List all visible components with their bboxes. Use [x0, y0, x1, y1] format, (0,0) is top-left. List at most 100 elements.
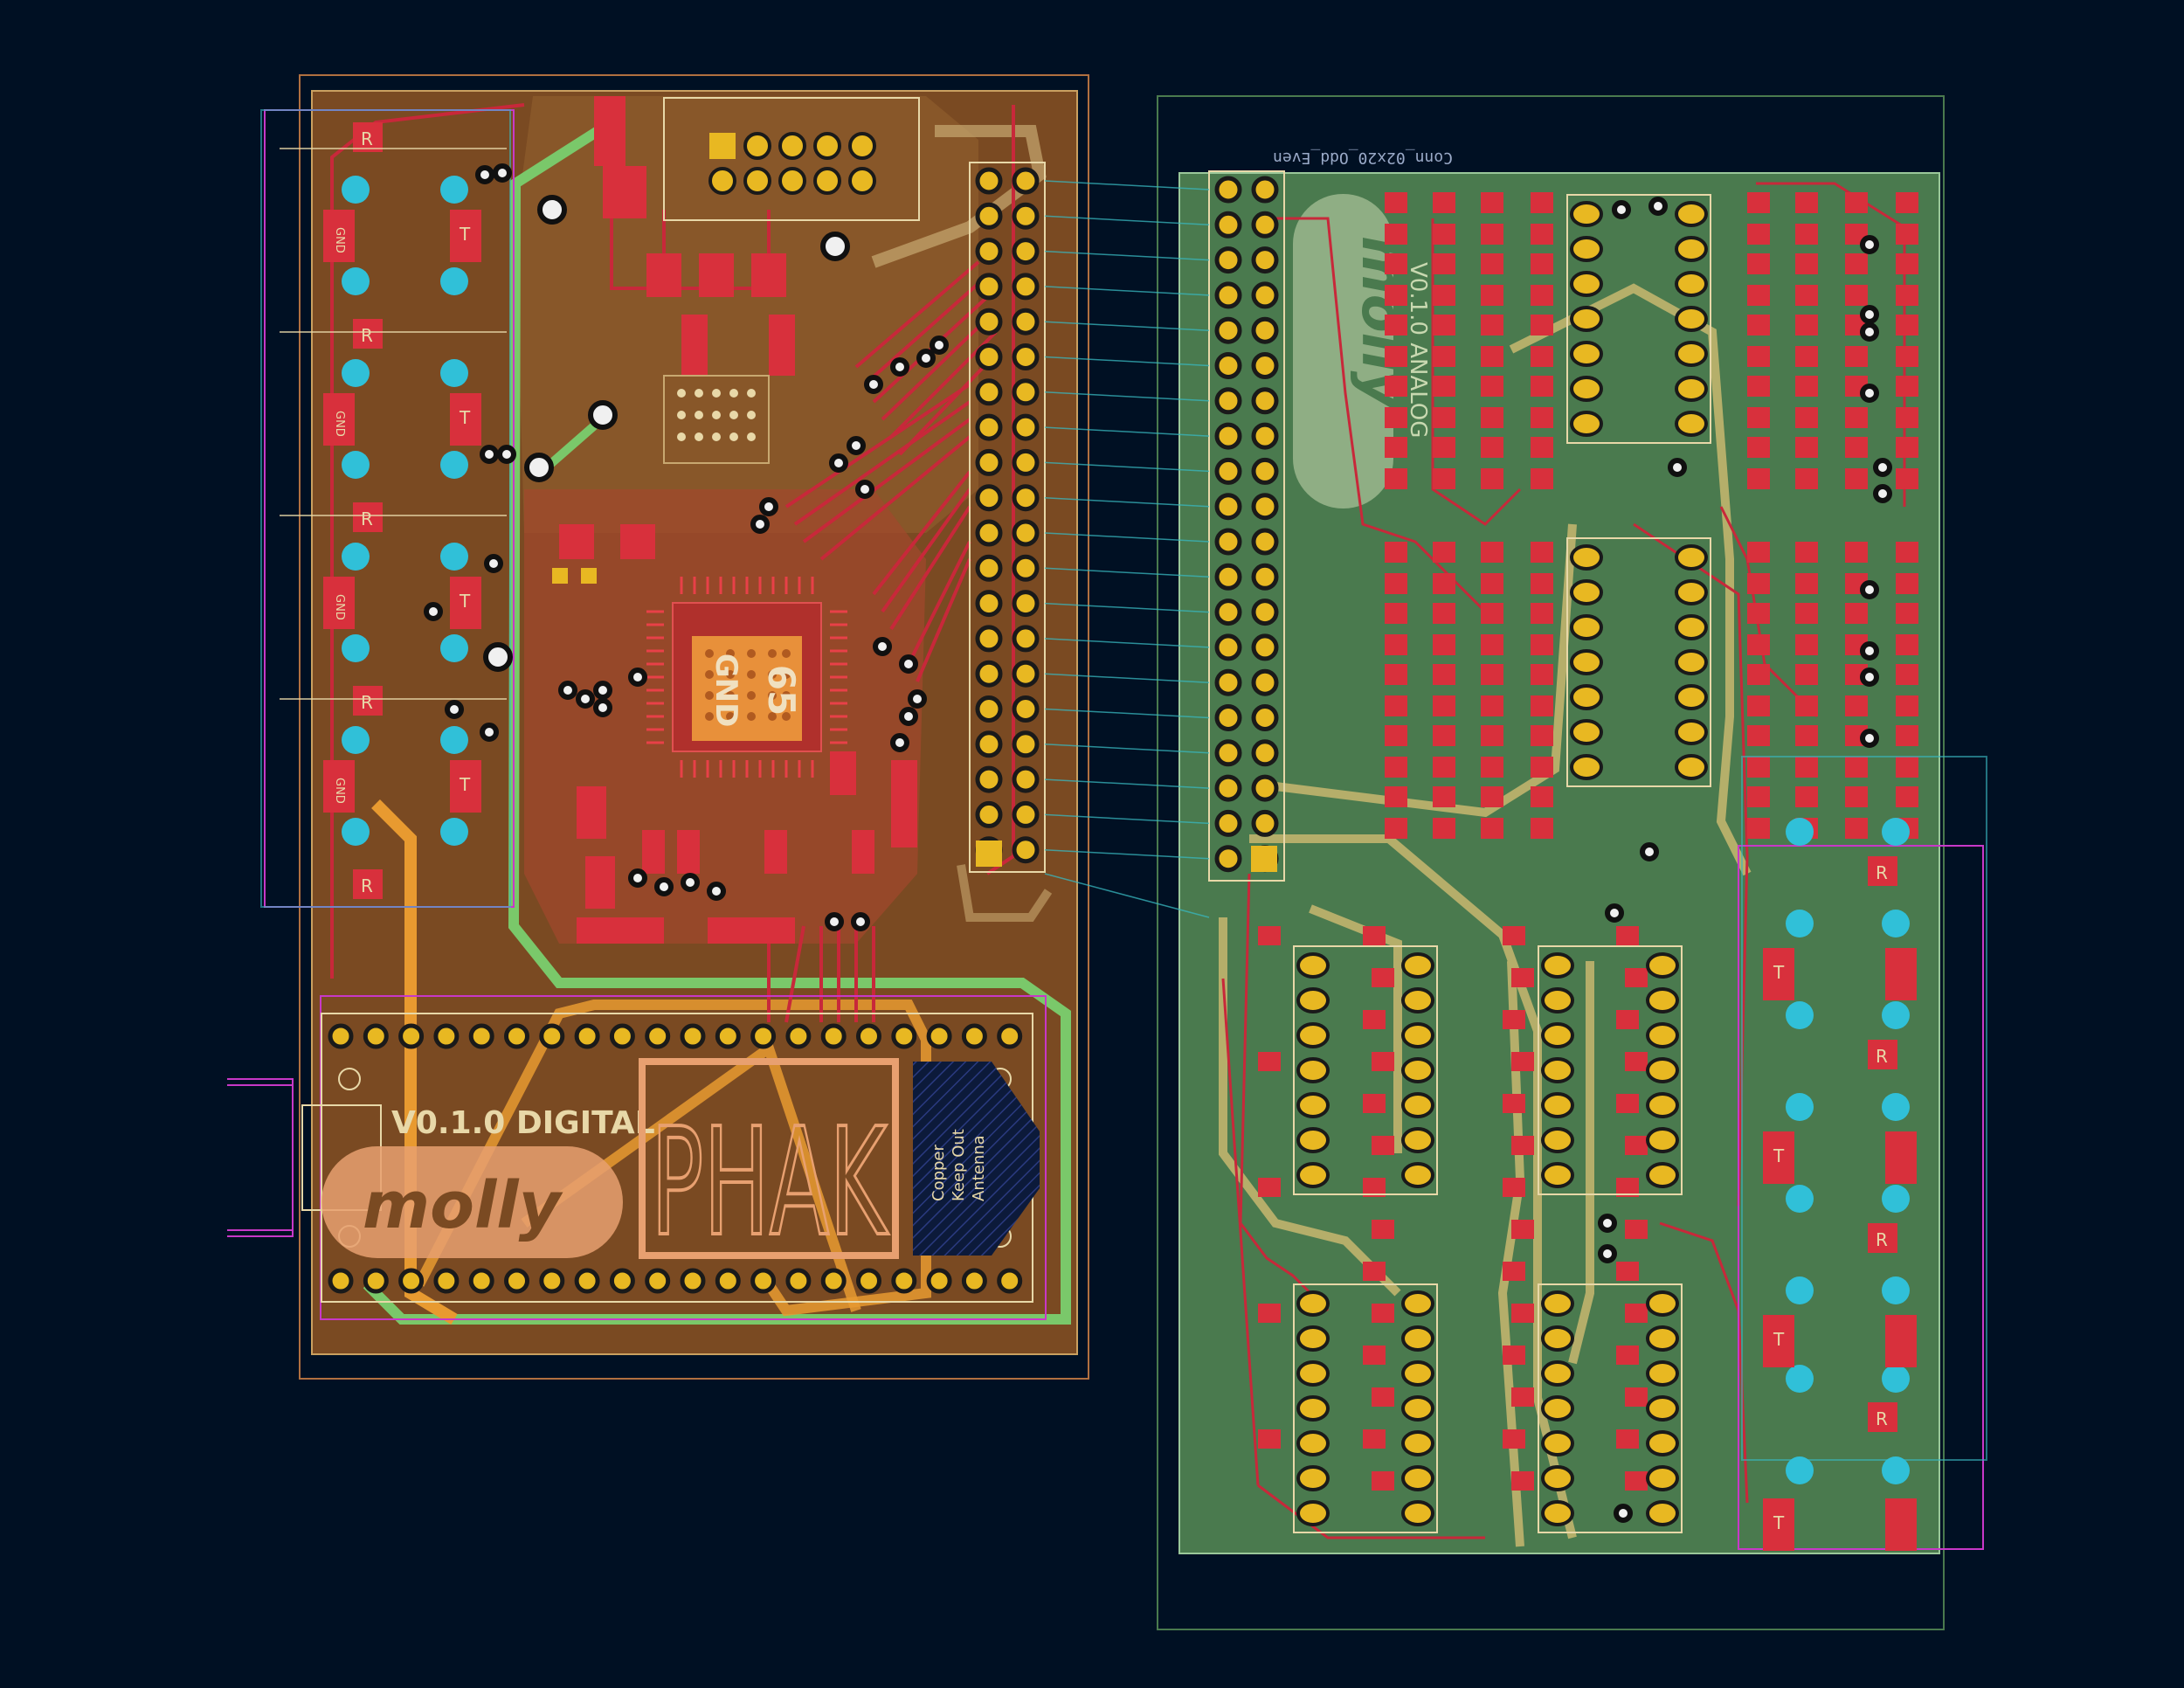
dip-pin [1570, 544, 1603, 571]
smd-pad [1433, 437, 1455, 458]
smd-pad [1625, 1052, 1648, 1071]
smd-pad [1385, 376, 1407, 397]
header-pin [1214, 422, 1242, 450]
header-ref-label: Conn_02x20_Odd_Even [1273, 149, 1453, 167]
header-pin [1251, 633, 1279, 661]
header-pin [1251, 281, 1279, 309]
header-2x5[interactable] [663, 97, 920, 221]
smd-pad [1845, 757, 1868, 778]
smd-pad [1845, 346, 1868, 367]
pico-pin [328, 1023, 354, 1049]
header-pin [975, 625, 1003, 653]
smd-pad [1363, 926, 1386, 945]
smd-pad [1616, 1178, 1639, 1197]
header-pin [1251, 422, 1279, 450]
left-board[interactable]: 65 GND [227, 74, 1089, 1380]
dip-pin [1296, 1290, 1330, 1317]
smd-pad [1503, 1346, 1525, 1365]
gpio-header-left[interactable] [969, 162, 1046, 873]
header-pin [1012, 448, 1040, 476]
header-pin [1251, 809, 1279, 837]
smd-pad [1747, 437, 1770, 458]
smd-pad [1531, 603, 1553, 624]
smd-pad [1385, 437, 1407, 458]
header-pin [1251, 739, 1279, 767]
pico-module[interactable]: molly V0.1.0 DIGITAL PHAK Copper Keep Ou… [301, 995, 1047, 1320]
dip-pin [1401, 987, 1434, 1013]
pico-pin [645, 1268, 671, 1294]
dip-pin [1646, 1395, 1679, 1422]
header-pin [1214, 211, 1242, 239]
header-pin [975, 308, 1003, 336]
gpio-header-right[interactable] [1208, 170, 1285, 882]
pico-pin [715, 1023, 741, 1049]
header-pin [1012, 343, 1040, 370]
smd-pad [1896, 253, 1918, 274]
smd-pad [1372, 1471, 1394, 1491]
header-pin [1214, 281, 1242, 309]
smd-pad [1747, 285, 1770, 306]
smd-pad [1531, 664, 1553, 685]
transistor-label: T [459, 407, 471, 428]
molly-logo-text: molly [363, 1168, 563, 1243]
smd-pad [1372, 1304, 1394, 1323]
header-pin [1251, 352, 1279, 379]
smd-pad [1385, 542, 1407, 563]
smd-pad [1845, 542, 1868, 563]
dip-pin [1541, 1092, 1574, 1118]
dip-pin [1570, 236, 1603, 262]
usb-edge-marks [227, 1078, 294, 1237]
ratsnest-line [1044, 567, 1210, 578]
mcu-chip[interactable]: 65 GND [646, 577, 847, 778]
smd-pad [1531, 786, 1553, 807]
smd-pad [1795, 253, 1818, 274]
header-pin [975, 765, 1003, 793]
header-pin [1012, 238, 1040, 266]
header-pin [1251, 246, 1279, 274]
smd-pad [1481, 346, 1503, 367]
header-pin [1214, 493, 1242, 521]
dip-pin [1646, 1325, 1679, 1352]
dip-pin [1675, 614, 1708, 640]
dip-pin [1296, 952, 1330, 979]
smd-pad [1896, 192, 1918, 213]
header-pin [1251, 457, 1279, 485]
power-smd-group [559, 96, 917, 944]
smd-pad [1481, 695, 1503, 716]
mcu-label-gnd: GND [708, 654, 743, 728]
dip-pin [1675, 236, 1708, 262]
smd-pad [1363, 1429, 1386, 1449]
smd-pad [1481, 603, 1503, 624]
smd-pad [1481, 664, 1503, 685]
smd-pad [1531, 285, 1553, 306]
smd-pad [1385, 603, 1407, 624]
smd-pad [1385, 285, 1407, 306]
smd-pad [1531, 224, 1553, 245]
smd-pad [1531, 695, 1553, 716]
smd-pad [1433, 634, 1455, 655]
dip-pin [1675, 719, 1708, 745]
smd-pad [1795, 376, 1818, 397]
smd-pad [1511, 968, 1534, 987]
dip-pin [1675, 544, 1708, 571]
pico-pin [997, 1268, 1023, 1294]
header-pin [1012, 836, 1040, 864]
smd-pad [1896, 346, 1918, 367]
ratsnest-line [1044, 215, 1210, 226]
right-board[interactable]: Conn_02x20_Odd_Even molly V0.1.0 ANALOG [1157, 95, 1987, 1630]
smd-pad [1385, 757, 1407, 778]
header-pin [1214, 845, 1242, 873]
dip-pin [1646, 1290, 1679, 1317]
resistor-label: R [1876, 1229, 1888, 1250]
dip-pin [1541, 1290, 1574, 1317]
header-pin [1214, 704, 1242, 731]
smd-pad [1795, 695, 1818, 716]
smd-pad [1795, 285, 1818, 306]
resistor-label: R [361, 508, 373, 529]
dip-pin [1675, 649, 1708, 675]
dip-pin [1541, 987, 1574, 1013]
dip-pin [1296, 1360, 1330, 1387]
smd-pad [1531, 407, 1553, 428]
smd-pad [1503, 1178, 1525, 1197]
